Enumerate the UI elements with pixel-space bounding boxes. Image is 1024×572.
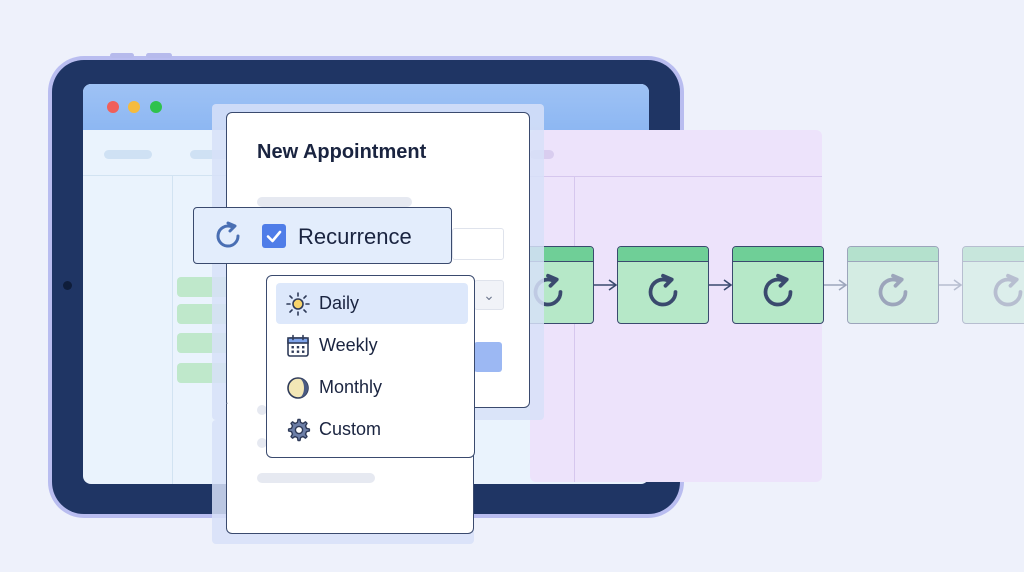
toolbar-placeholder bbox=[190, 150, 230, 159]
dropdown-item-custom[interactable]: Custom bbox=[276, 409, 468, 450]
maximize-window-button[interactable] bbox=[150, 101, 162, 113]
arrow-right-icon bbox=[709, 279, 732, 291]
dropdown-item-daily[interactable]: Daily bbox=[276, 283, 468, 324]
dialog-action-button[interactable] bbox=[474, 342, 502, 372]
form-line-placeholder bbox=[257, 405, 267, 415]
form-label-placeholder bbox=[257, 197, 412, 207]
refresh-icon bbox=[878, 273, 908, 307]
occurrence-card[interactable] bbox=[847, 246, 939, 324]
chevron-down-icon: ⌄ bbox=[483, 287, 495, 303]
refresh-icon bbox=[993, 273, 1023, 307]
toolbar-placeholder bbox=[104, 150, 152, 159]
arrow-right-icon bbox=[824, 279, 847, 291]
panel-column-divider bbox=[574, 176, 575, 482]
calendar-column-divider bbox=[172, 175, 173, 484]
form-line-placeholder bbox=[257, 473, 375, 483]
recurrence-checkbox[interactable] bbox=[262, 224, 286, 248]
refresh-icon bbox=[216, 221, 240, 248]
camera-dot bbox=[63, 281, 72, 290]
occurrence-card-header bbox=[618, 247, 708, 262]
dropdown-item-label: Weekly bbox=[319, 335, 378, 355]
dropdown-item-label: Monthly bbox=[319, 377, 383, 397]
gear-icon bbox=[287, 418, 311, 442]
occurrence-card-header bbox=[733, 247, 823, 262]
refresh-icon bbox=[763, 273, 793, 307]
occurrence-card-header bbox=[963, 247, 1024, 262]
frequency-select-toggle[interactable]: ⌄ bbox=[474, 280, 504, 310]
refresh-icon bbox=[648, 273, 678, 307]
recurrence-option[interactable] bbox=[193, 207, 452, 264]
recurrence-label: Recurrence bbox=[298, 224, 412, 249]
occurrence-card[interactable] bbox=[732, 246, 824, 324]
arrow-right-icon bbox=[939, 279, 962, 291]
tablet-power-button bbox=[146, 53, 172, 58]
occurrence-card[interactable] bbox=[617, 246, 709, 324]
dropdown-item-label: Daily bbox=[319, 293, 360, 313]
calendar-icon bbox=[287, 334, 309, 357]
panel-header-divider bbox=[530, 176, 822, 177]
check-icon bbox=[266, 230, 282, 243]
form-line-placeholder bbox=[257, 438, 267, 448]
sun-icon bbox=[286, 292, 310, 316]
dropdown-item-weekly[interactable]: Weekly bbox=[276, 325, 468, 366]
close-window-button[interactable] bbox=[107, 101, 119, 113]
moon-icon bbox=[287, 377, 309, 399]
dropdown-item-monthly[interactable]: Monthly bbox=[276, 367, 468, 408]
tablet-volume-button bbox=[110, 53, 134, 58]
dialog-title: New Appointment bbox=[257, 141, 427, 163]
occurrence-card[interactable] bbox=[962, 246, 1024, 324]
minimize-window-button[interactable] bbox=[128, 101, 140, 113]
dropdown-item-label: Custom bbox=[319, 419, 382, 439]
text-field[interactable] bbox=[452, 228, 504, 260]
arrow-right-icon bbox=[594, 279, 617, 291]
occurrence-card-header bbox=[848, 247, 938, 262]
